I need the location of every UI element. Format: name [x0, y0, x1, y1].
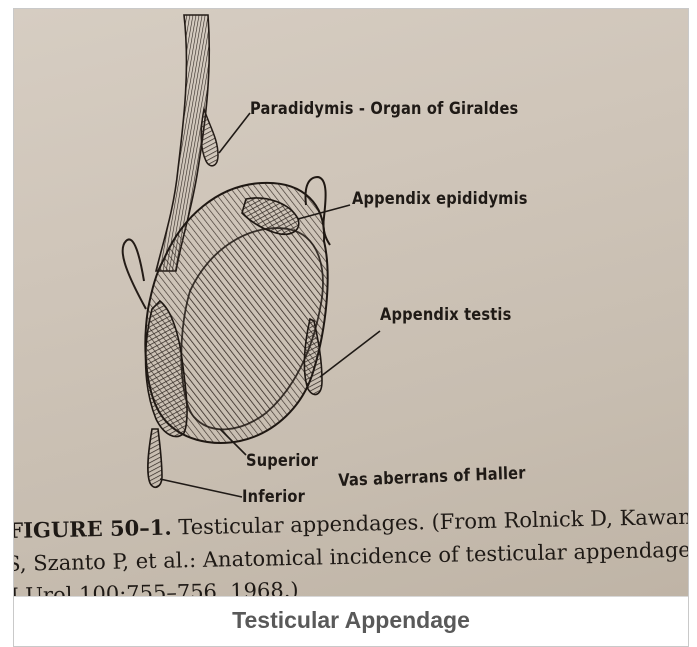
label-inferior: Inferior [242, 487, 305, 507]
leader-inferior [160, 479, 242, 497]
leader-appendix-testis [320, 331, 380, 377]
title-bar: Testicular Appendage [14, 596, 688, 647]
left-loop [123, 239, 146, 309]
label-paradidymis: Paradidymis - Organ of Giraldes [250, 99, 518, 119]
page-title: Testicular Appendage [14, 607, 688, 634]
label-superior: Superior [246, 451, 318, 471]
inferior-appendage [148, 429, 162, 487]
figure-frame: Paradidymis - Organ of Giraldes Appendix… [13, 8, 689, 647]
figure-number: FIGURE 50–1. [14, 515, 172, 543]
textbook-photo: Paradidymis - Organ of Giraldes Appendix… [14, 9, 688, 596]
label-appendix-epididymis: Appendix epididymis [352, 189, 528, 209]
leader-paradidymis [219, 113, 250, 153]
label-appendix-testis: Appendix testis [380, 305, 511, 325]
paradidymis-shape [201, 109, 218, 166]
